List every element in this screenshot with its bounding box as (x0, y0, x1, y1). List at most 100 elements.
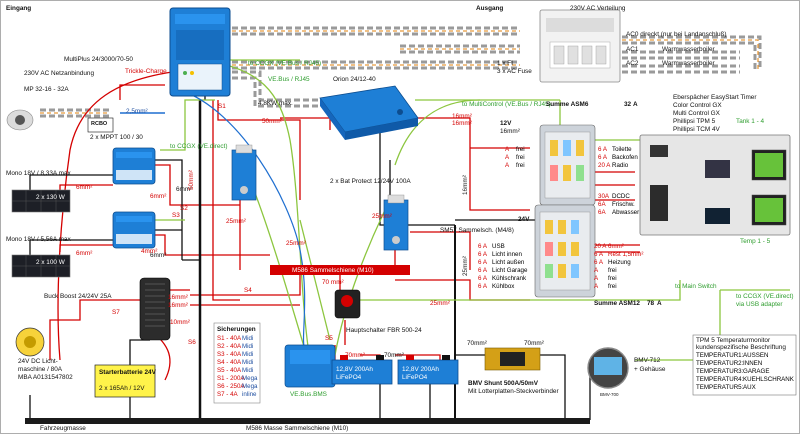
trickle-label: Trickle-Charge (125, 68, 167, 75)
bmv-small-label: BMV-700 (600, 392, 619, 397)
temp-row-key: TEMPERATUR2: (696, 360, 744, 367)
ac-cable (622, 35, 762, 70)
solar-panel-2 (11, 254, 71, 278)
busbar-m10 (270, 265, 410, 275)
control-label: Phillipsi TPM 5 (673, 118, 716, 125)
battery1-line2: LiFePO4 (336, 374, 362, 381)
fuse24-right-name: frei (608, 267, 617, 274)
vebus-bms-label: VE.Bus.BMS (290, 391, 327, 398)
red-wires (49, 71, 640, 381)
cable-label: 6mm² (76, 250, 93, 257)
multiplus-inverter (169, 7, 231, 97)
fuse-table-id: S7 - 4A (217, 391, 238, 398)
control-label: Multi Control GX (673, 110, 720, 117)
boiler2-label: Warmwasserboiler (662, 60, 715, 67)
fuse12-left-amp: A (505, 162, 510, 169)
fuse24-header: 24V (518, 216, 530, 223)
ac-in-label: 230V AC Netzanbindung (24, 70, 94, 77)
sum-asm6-value: 32 (624, 101, 632, 108)
starter-capacity-label: 2 x 165Ah / 12V (99, 385, 145, 392)
temp-table-title1: TPM 5 Temperaturmonitor (696, 337, 771, 344)
lifepo4-battery-2 (397, 355, 459, 385)
temp-row-value: INNEN (743, 360, 763, 367)
fuse-tag: S3 (172, 212, 180, 219)
fuse-table-title: Sicherungen (217, 326, 256, 333)
wire (29, 239, 113, 258)
ac0-label: AC0 direckt (nur bei Landanschluß) (626, 31, 727, 38)
mid-name: Frischw. (612, 201, 635, 208)
ccgx-direct-label: to CCGX (VE.direct) (736, 293, 794, 300)
starter-battery (94, 364, 156, 398)
main-switch-green-label: to Main Switch (675, 283, 717, 290)
shunt-line1: BMV Shunt 500A/50mV (468, 380, 538, 387)
booster-label: Buck Boost 24/24V 25A (44, 293, 112, 300)
ac-fuse-label: 3 x AC Fuse (497, 68, 532, 75)
cable-label: 6mm² (150, 252, 167, 259)
fuse24-left-amp: 6 A (478, 243, 487, 250)
cable-label: 16mm² (452, 120, 472, 127)
temp-row-key: TEMPERATUR5: (696, 384, 744, 391)
fuse24-right-amp: 20 A (594, 243, 607, 250)
fuse-tag: S4 (244, 287, 252, 294)
mppt-label: 2 x MPPT 100 / 30 (90, 134, 143, 141)
battery1-line1: 12,8V 200Ah (336, 366, 373, 373)
cable-label: 6mm² (150, 193, 167, 200)
fuse-block-24v (534, 204, 596, 298)
sum-asm12-value: 78 (647, 300, 655, 307)
mid-amp: 30A (598, 193, 610, 200)
wire (150, 159, 183, 260)
busbar-m8-label: SM57 Sammelsch. (M4/8) (440, 227, 514, 234)
fuse-table-id: S6 - 250A (217, 383, 245, 390)
ground-bar (25, 418, 590, 424)
cable-25-label: 2,5mm² (126, 108, 148, 115)
temp-label: Temp 1 - 5 (740, 238, 771, 245)
fuse24-right-amp: A (594, 283, 599, 290)
rcbo-label: RCBO (91, 121, 108, 127)
mid-name: Abwasser (612, 209, 640, 216)
wire (410, 231, 471, 270)
fuse24-left-name: Licht außen (492, 259, 525, 266)
fuse24-left-amp: 6 A (478, 283, 487, 290)
fuse24-right-name: Heizung (608, 259, 631, 266)
fuse24-left-name: Kühlschrank (492, 275, 527, 282)
fuse-table-type: Mega (242, 383, 258, 390)
fuse24-right-name: 6mm² (608, 243, 624, 250)
wire (29, 174, 113, 195)
usb-adapter-label: via USB adapter (736, 301, 783, 308)
fuse-tag: S6 (188, 339, 196, 346)
busbar-m10-label: M586 Sammelschiene (M10) (292, 267, 374, 274)
fuse-tag: S1 (218, 103, 226, 110)
cable-label: 16mm² (462, 175, 469, 195)
wire (595, 171, 635, 201)
fi-label: 1 x FI (497, 60, 513, 67)
ccgx-rj45-label: to CCGX (VE.Bus / RJ45) (248, 60, 322, 67)
fuse12-right-amp: 6 A (598, 146, 607, 153)
fuse-table-id: S3 - 40A (217, 351, 242, 358)
green-wires (150, 59, 790, 361)
shunt-line2: Mit Lotterplatten-Steckverbinder (468, 388, 559, 395)
bmv-monitor (587, 347, 629, 389)
ac-cable (232, 26, 520, 36)
fuse-table-id: S1 - 200A (217, 375, 245, 382)
fuse24-right-amp: 6 A (594, 259, 603, 266)
fuse-table-type: Midi (242, 359, 254, 366)
temp-row-value: KUEHLSCHRANK (743, 376, 794, 383)
cable-label: 16mm² (452, 113, 472, 120)
cable-label: 6mm² (176, 186, 193, 193)
bmv-label: BMV-712 (634, 357, 661, 364)
fuse12-left-name: frei (516, 146, 525, 153)
wire (59, 184, 113, 190)
cable-label: 50mm² (188, 170, 195, 190)
fuse12-left-name: frei (516, 154, 525, 161)
fuse24-left-amp: 6 A (478, 251, 487, 258)
wire (119, 84, 165, 100)
temp-row-key: TEMPERATUR3: (696, 368, 744, 375)
wire (217, 100, 301, 200)
mp-label: MP 32-16 - 32A (24, 86, 69, 93)
solar-panel-1 (11, 189, 71, 213)
ve-direct-wire (160, 99, 215, 151)
cable-label: 25mm² (462, 256, 469, 276)
shore-inlet-icon (6, 109, 34, 131)
